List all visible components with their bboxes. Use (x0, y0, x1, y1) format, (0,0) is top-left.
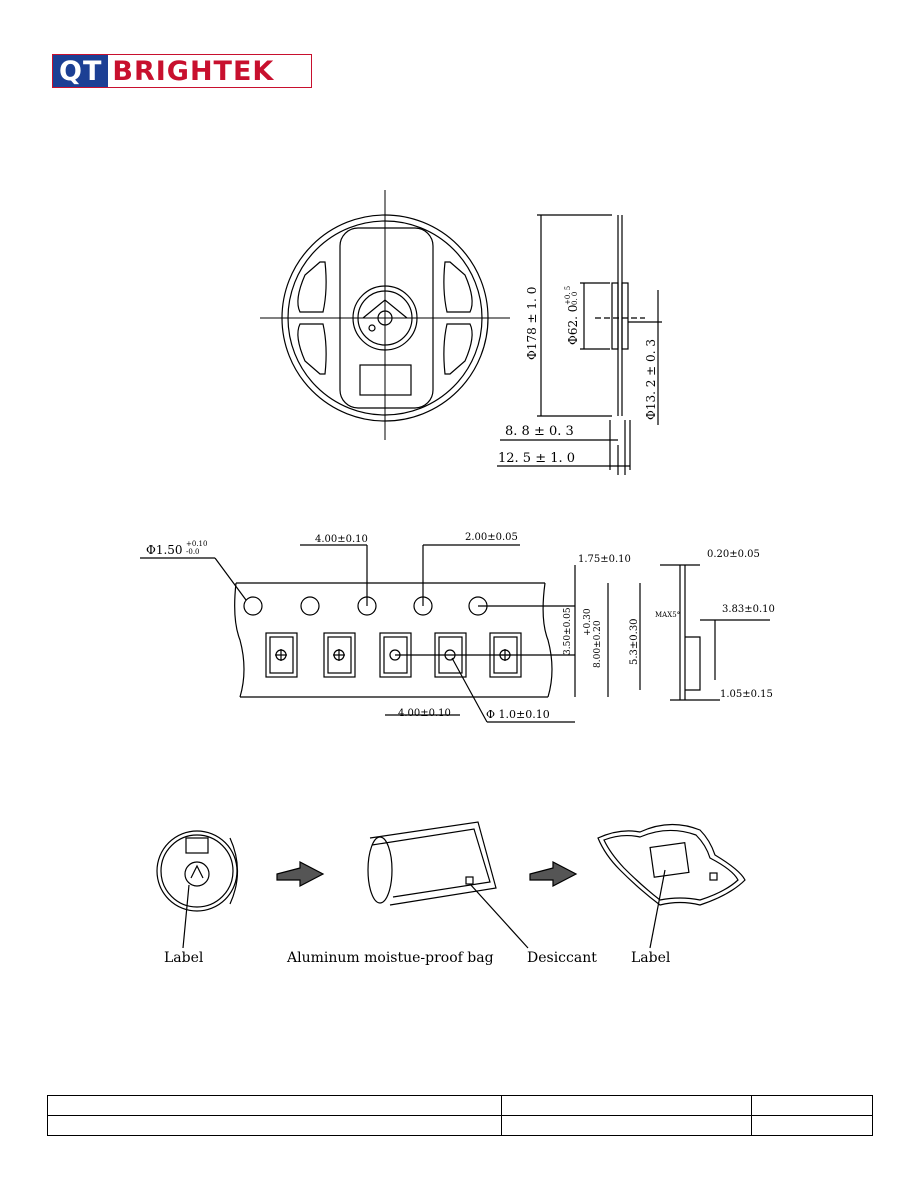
footer-cell (47, 1115, 502, 1136)
footer-cell (47, 1095, 502, 1116)
dim-hole-pitch: 4.00±0.10 (315, 534, 368, 545)
footer-cell (501, 1095, 752, 1116)
dim-hole-tol-top: +0.10 (186, 540, 207, 548)
footer-cell (751, 1095, 873, 1116)
dim-a0: 5.3±0.30 (629, 618, 640, 665)
dim-w-tol: +0.30 (583, 608, 593, 636)
dim-pocket-hole: Φ 1.0±0.10 (486, 708, 550, 721)
dim-hole-diameter: Φ1.50 (146, 543, 183, 557)
footer-cell (501, 1115, 752, 1136)
dim-pocket-pitch: 4.00±0.10 (398, 708, 451, 719)
dim-p2: 2.00±0.05 (465, 532, 518, 543)
dim-thickness: 0.20±0.05 (707, 549, 760, 560)
dim-hub-tol-top: +0. 5 (564, 286, 572, 305)
dim-b0: 3.83±0.10 (722, 604, 775, 615)
company-logo: QT BRIGHTEK (52, 54, 312, 88)
packing-label-bag: Aluminum moistue-proof bag (286, 950, 494, 966)
dim-hole-tol-bottom: -0.0 (186, 548, 200, 556)
logo-brand-text: BRIGHTEK (112, 55, 275, 87)
dim-f: 3.50±0.05 (563, 607, 573, 655)
dim-hub-tol-bottom: 0. 0 (571, 292, 579, 305)
dim-arbor-diameter: Φ13. 2 ± 0. 3 (644, 339, 658, 420)
dim-reel-diameter: Φ178 ± 1. 0 (525, 287, 539, 360)
packing-label-desiccant: Desiccant (527, 950, 597, 966)
packing-label-2: Label (631, 950, 671, 966)
dim-hub-diameter: Φ62. 0 (566, 305, 580, 345)
dim-width-inner: 8. 8 ± 0. 3 (505, 424, 574, 439)
dim-edge: 1.75±0.10 (578, 554, 631, 565)
footer-table (47, 1095, 873, 1136)
dim-k0: 1.05±0.15 (720, 689, 773, 700)
dim-width-outer: 12. 5 ± 1. 0 (498, 451, 575, 466)
dim-w: 8.00±0.20 (593, 620, 603, 668)
footer-cell (751, 1115, 873, 1136)
table-row (47, 1095, 873, 1116)
table-row (47, 1115, 873, 1136)
logo-qt-text: QT (53, 55, 109, 87)
dim-max-angle: MAX5° (655, 611, 680, 619)
packing-label-1: Label (164, 950, 204, 966)
